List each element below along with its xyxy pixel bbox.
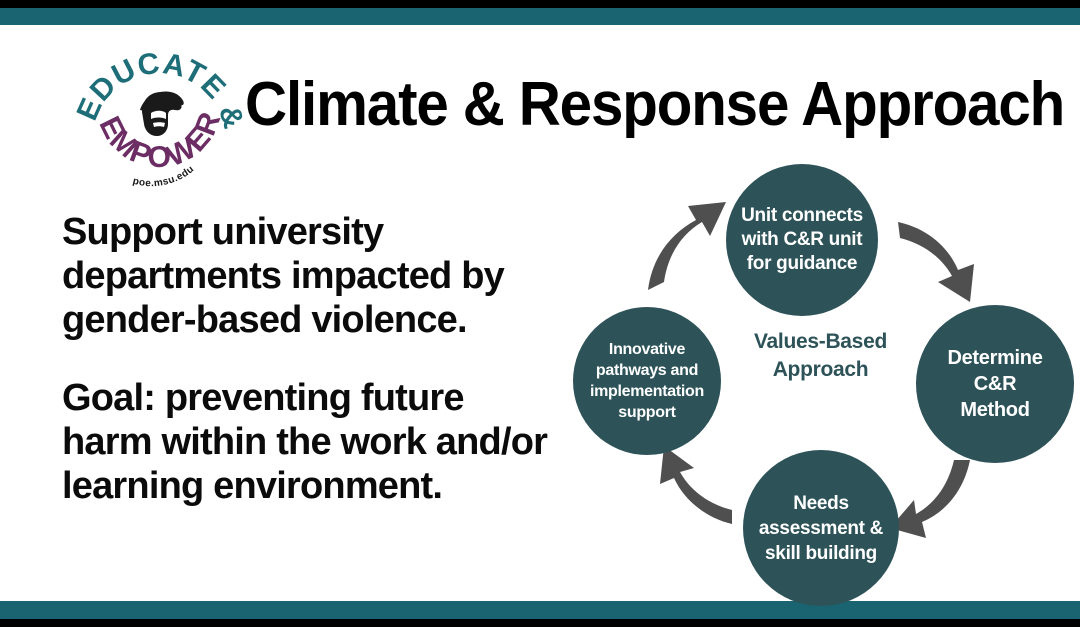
body-copy: Support university departments impacted … bbox=[62, 210, 562, 508]
cycle-node-unit-connects[interactable]: Unit connects with C&R unit for guidance bbox=[726, 164, 878, 316]
spartan-helmet-icon bbox=[140, 91, 184, 136]
top-black-bar bbox=[0, 0, 1080, 8]
cycle-node-determine-method[interactable]: Determine C&R Method bbox=[916, 305, 1074, 463]
cycle-node-label: Unit connects with C&R unit for guidance bbox=[741, 205, 863, 274]
cycle-node-label: Innovative pathways and implementation s… bbox=[589, 341, 705, 421]
cycle-arrows bbox=[648, 202, 974, 538]
cycle-node-needs-assessment[interactable]: Needs assessment & skill building bbox=[743, 450, 899, 606]
educate-empower-logo: EDUCATE & EMPOWER poe.msu.edu bbox=[74, 36, 244, 196]
arrow-top-to-right-icon bbox=[898, 222, 974, 302]
cycle-node-label: Determine C&R Method bbox=[947, 347, 1043, 421]
bottom-black-bar bbox=[0, 619, 1080, 627]
paragraph-goal: Goal: preventing future harm within the … bbox=[62, 377, 548, 507]
top-teal-bar bbox=[0, 8, 1080, 25]
cycle-node-innovative-pathways[interactable]: Innovative pathways and implementation s… bbox=[573, 307, 721, 455]
arrow-left-to-top-icon bbox=[648, 202, 726, 290]
arrow-bottom-to-left-icon bbox=[660, 446, 732, 524]
arrow-right-to-bottom-icon bbox=[890, 460, 970, 538]
cycle-center-label: Values-Based Approach bbox=[754, 330, 887, 381]
bottom-teal-bar bbox=[0, 601, 1080, 619]
cycle-node-label: Needs assessment & skill building bbox=[758, 492, 884, 564]
cycle-diagram: Unit connects with C&R unit for guidance… bbox=[560, 150, 1080, 610]
paragraph-support: Support university departments impacted … bbox=[62, 211, 505, 341]
page-title: Climate & Response Approach bbox=[245, 70, 1065, 139]
